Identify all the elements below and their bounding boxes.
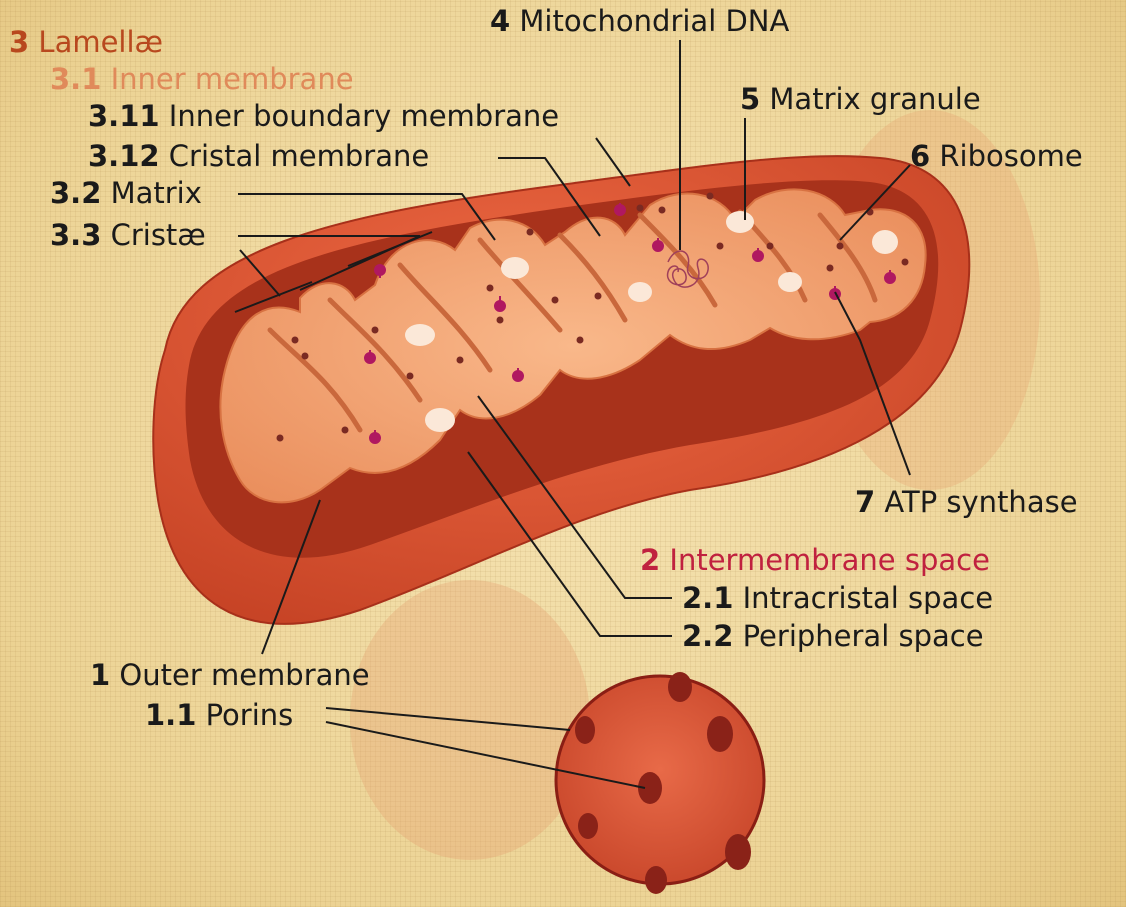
label-matrix: 3.2 Matrix (50, 176, 202, 210)
label-cristae: 3.3 Cristæ (50, 218, 206, 252)
porins-closeup (556, 672, 764, 894)
label-cristal-membrane: 3.12 Cristal membrane (88, 139, 429, 173)
label-lamellae: 3 Lamellæ (9, 25, 163, 59)
label-ribosome: 6 Ribosome (910, 139, 1083, 173)
label-inner-boundary-membrane: 3.11 Inner boundary membrane (88, 99, 559, 133)
label-porins: 1.1 Porins (145, 698, 293, 732)
label-mitochondrial-dna: 4 Mitochondrial DNA (490, 4, 789, 38)
label-intracristal-space: 2.1 Intracristal space (682, 581, 993, 615)
label-matrix-granule: 5 Matrix granule (740, 82, 981, 116)
label-peripheral-space: 2.2 Peripheral space (682, 619, 984, 653)
label-inner-membrane: 3.1 Inner membrane (50, 62, 354, 96)
label-atp-synthase: 7 ATP synthase (855, 485, 1078, 519)
label-outer-membrane: 1 Outer membrane (90, 658, 370, 692)
label-intermembrane-space: 2 Intermembrane space (640, 543, 990, 577)
